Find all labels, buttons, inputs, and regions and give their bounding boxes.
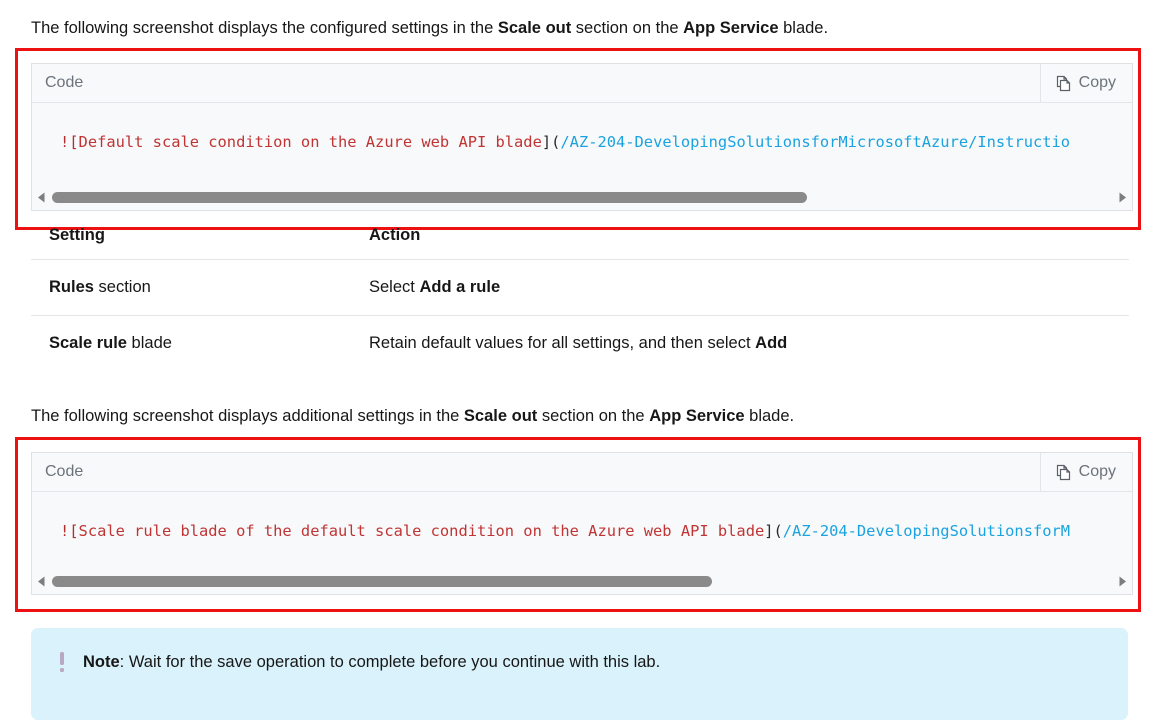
table-header-setting: Setting: [31, 226, 351, 260]
intro-paragraph-1: The following screenshot displays the co…: [31, 17, 828, 39]
code-block-1-scroll-thumb[interactable]: [52, 192, 808, 203]
code-block-2-scroll-thumb[interactable]: [52, 576, 712, 587]
paragraph-2-pre: The following screenshot displays additi…: [31, 407, 464, 425]
code-2-close-bracket: ](: [764, 522, 783, 540]
note-callout-text: Note: Wait for the save operation to com…: [83, 651, 660, 673]
setting-suffix-scale-rule: blade: [126, 334, 172, 352]
table-row: Rules section Select Add a rule: [31, 259, 1129, 316]
paragraph-1-mid: section on the: [571, 19, 684, 37]
note-label: Note: [83, 653, 120, 671]
table-cell-setting: Scale rule blade: [31, 316, 351, 372]
copy-button-1-label: Copy: [1078, 74, 1116, 91]
setting-name-scale-rule: Scale rule: [49, 334, 127, 352]
code-block-1-scroll-track[interactable]: [50, 189, 1114, 206]
code-block-1-line: ![Default scale condition on the Azure w…: [60, 133, 1070, 151]
code-1-close-bracket: ](: [541, 133, 561, 151]
action-bold-scale-rule: Add: [755, 334, 788, 352]
copy-icon: [1055, 75, 1072, 92]
code-1-alt-text: Default scale condition on the Azure web…: [78, 133, 542, 151]
setting-suffix-rules: section: [93, 278, 151, 296]
code-block-2: Code Copy ![Scale rule blade of the defa…: [31, 452, 1133, 595]
table-cell-setting: Rules section: [31, 259, 351, 316]
code-1-url: /AZ-204-DevelopingSolutionsforMicrosoftA…: [560, 133, 1071, 151]
paragraph-2-bold-scale-out: Scale out: [463, 407, 538, 425]
intro-paragraph-2: The following screenshot displays additi…: [31, 405, 794, 427]
action-bold-rules: Add a rule: [419, 278, 501, 296]
code-block-1: Code Copy ![Default scale condition on t…: [31, 63, 1133, 211]
code-2-bang: ![: [60, 522, 79, 540]
table-cell-action: Select Add a rule: [351, 259, 1129, 316]
note-callout: Note: Wait for the save operation to com…: [31, 628, 1128, 720]
setting-name-rules: Rules: [49, 278, 94, 296]
code-block-2-scroll-track[interactable]: [50, 573, 1114, 590]
code-2-alt-text: Scale rule blade of the default scale co…: [78, 522, 765, 540]
exclamation-icon: [57, 651, 67, 673]
code-block-1-language-label: Code: [45, 74, 84, 91]
paragraph-1-post: blade.: [778, 19, 829, 37]
code-block-1-body[interactable]: ![Default scale condition on the Azure w…: [32, 103, 1132, 210]
paragraph-1-bold-app-service: App Service: [683, 19, 779, 37]
chevron-right-icon[interactable]: [1114, 573, 1131, 590]
copy-button-2-label: Copy: [1078, 463, 1116, 480]
action-pre-rules: Select: [369, 278, 420, 296]
note-body: Wait for the save operation to complete …: [128, 653, 661, 671]
action-pre-scale-rule: Retain default values for all settings, …: [369, 334, 756, 352]
code-block-2-body[interactable]: ![Scale rule blade of the default scale …: [32, 492, 1132, 594]
paragraph-2-post: blade.: [744, 407, 795, 425]
table-row: Scale rule blade Retain default values f…: [31, 316, 1129, 372]
code-2-url: /AZ-204-DevelopingSolutionsforM: [782, 522, 1071, 540]
paragraph-1-bold-scale-out: Scale out: [497, 19, 572, 37]
paragraph-2-bold-app-service: App Service: [649, 407, 745, 425]
table-cell-action: Retain default values for all settings, …: [351, 316, 1129, 372]
code-block-2-header: Code Copy: [32, 453, 1132, 492]
copy-icon: [1055, 464, 1072, 481]
settings-table: Setting Action Rules section Select Add …: [31, 226, 1129, 371]
table-header-action: Action: [351, 226, 1129, 260]
paragraph-1-pre: The following screenshot displays the co…: [31, 19, 498, 37]
chevron-left-icon[interactable]: [33, 573, 50, 590]
code-block-2-line: ![Scale rule blade of the default scale …: [60, 522, 1070, 540]
chevron-right-icon[interactable]: [1114, 189, 1131, 206]
note-callout-inner: Note: Wait for the save operation to com…: [31, 628, 1128, 673]
chevron-left-icon[interactable]: [33, 189, 50, 206]
code-block-2-scrollbar[interactable]: [33, 573, 1131, 590]
code-block-1-scrollbar[interactable]: [33, 189, 1131, 206]
copy-button-1[interactable]: Copy: [1039, 64, 1132, 102]
code-block-2-language-label: Code: [45, 463, 84, 480]
note-separator: :: [119, 653, 129, 671]
code-1-bang: ![: [60, 133, 79, 151]
table-header-row: Setting Action: [31, 226, 1129, 260]
copy-button-2[interactable]: Copy: [1039, 453, 1132, 491]
code-block-1-header: Code Copy: [32, 64, 1132, 103]
paragraph-2-mid: section on the: [537, 407, 650, 425]
